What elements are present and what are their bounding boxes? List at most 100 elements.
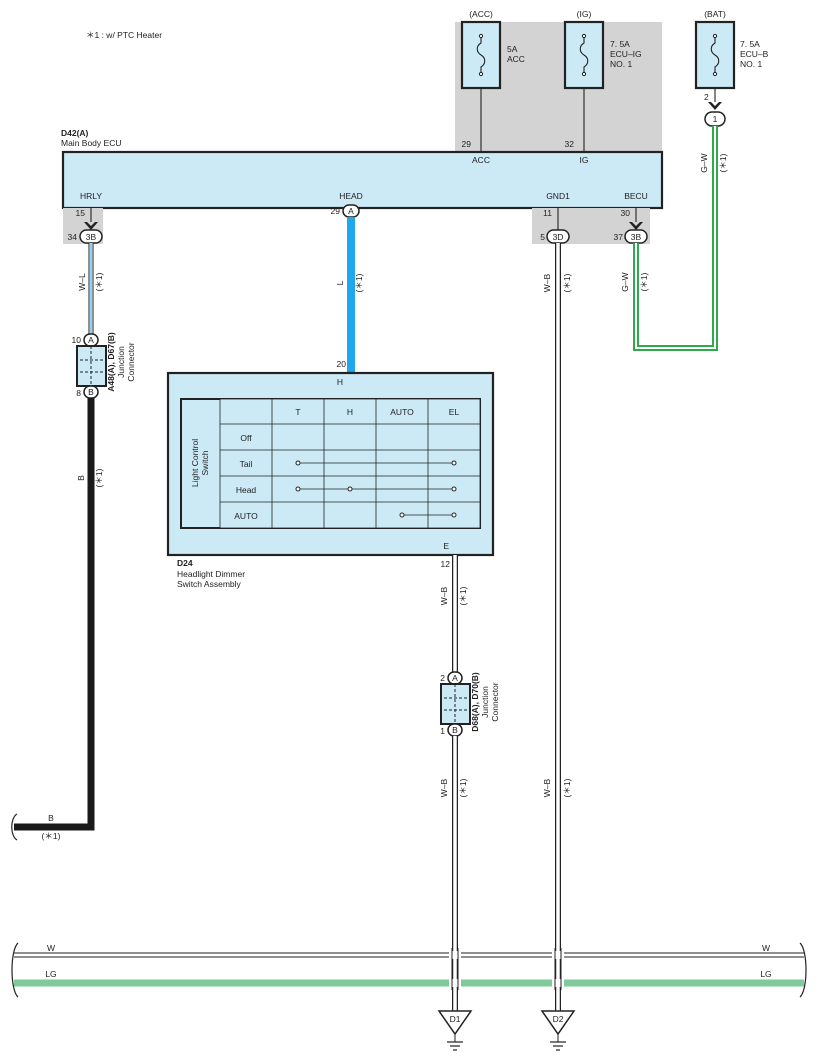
bus-lg-left-label: LG <box>45 969 56 979</box>
ground-d1-label: D1 <box>450 1014 461 1024</box>
switch-side-label2: Switch <box>200 450 210 475</box>
junction2-label1: Junction <box>480 686 490 718</box>
fuse-acc-symbol-icon <box>476 36 486 74</box>
junction2-label2: Connector <box>490 682 500 721</box>
switch-name2: Switch Assembly <box>177 579 242 589</box>
junction1-pin-top: 10 <box>72 335 82 345</box>
fuse-bat-symbol-icon <box>710 36 720 74</box>
switch-pin-h: H <box>337 377 343 387</box>
switch-pin-h-num: 20 <box>337 359 347 369</box>
wire-bottom-b-color-code: B <box>48 813 54 823</box>
ecu-pin-gnd1-num: 11 <box>543 208 552 218</box>
wire-e-lower-color-code: W–B <box>439 778 449 797</box>
ground-d2: D2 <box>540 1010 576 1051</box>
fuse-ig-symbol-icon <box>579 36 589 74</box>
junction1-conn-top-label: A <box>88 335 94 345</box>
ecu-pin-ig-num: 32 <box>565 139 575 149</box>
bus-w-left-label: W <box>47 943 55 953</box>
wire-bat-note: (＊1) <box>718 153 728 172</box>
ground-d1-triangle-icon <box>437 1010 473 1036</box>
switch-pin-e: E <box>443 541 449 551</box>
ecu-pin-becu-num: 30 <box>621 208 631 218</box>
wire-b-break-icon <box>11 813 18 841</box>
junction2-pin-top: 2 <box>440 673 445 683</box>
ecu-pin-gnd1-label: GND1 <box>546 191 570 201</box>
wire-hrly-note: (＊1) <box>94 272 104 291</box>
ecu-pin-head-num: 29 <box>331 206 341 216</box>
switch-code: D24 <box>177 558 193 568</box>
bat-connector-arrow-icon <box>708 102 722 110</box>
junction2-conn-top-label: A <box>452 673 458 683</box>
wire-gnd1-note: (＊1) <box>562 273 572 292</box>
becu-connector-pin: 37 <box>614 232 624 242</box>
fuse-ig-name: ECU–IG <box>610 49 642 59</box>
fuse-ig-amp: 7. 5A <box>610 39 630 49</box>
fuse-bat-amp: 7. 5A <box>740 39 760 49</box>
junction1-conn-bot-label: B <box>88 387 94 397</box>
bus-left-break-icon <box>11 942 19 998</box>
wire-bottom-b-note: (＊1) <box>42 831 61 841</box>
gnd1-connector-label: 3D <box>553 232 564 242</box>
wire-e-upper-color-code: W–B <box>439 586 449 605</box>
ecu-pin-hrly-label: HRLY <box>80 191 102 201</box>
hrly-connector-label: 3B <box>86 232 97 242</box>
fuse-acc-source: (ACC) <box>469 9 493 19</box>
gnd1-connector-pin: 5 <box>540 232 545 242</box>
ecu-pin-becu-label: BECU <box>624 191 648 201</box>
switch-row-head: Head <box>236 485 257 495</box>
fuse-acc: (ACC) 5A ACC <box>460 9 525 90</box>
junction2-conn-bot-label: B <box>452 725 458 735</box>
wire-b-note: (＊1) <box>94 468 104 487</box>
junction2-code: D68(A), D70(B) <box>470 672 480 732</box>
wire-gnd-lower-color-code: W–B <box>542 778 552 797</box>
wire-becu-note: (＊1) <box>639 272 649 291</box>
wire-hrly-color-code: W–L <box>77 273 87 291</box>
ecu-pin-acc-num: 29 <box>462 139 472 149</box>
ground-d2-triangle-icon <box>540 1010 576 1036</box>
switch-row-off: Off <box>240 433 252 443</box>
fuse-bat-source: (BAT) <box>704 9 726 19</box>
fuse-acc-name: ACC <box>507 54 525 64</box>
ecu-pin-ig-label: IG <box>580 155 589 165</box>
wire-becu-g-w <box>633 126 718 351</box>
wire-gnd1-color-code: W–B <box>542 273 552 292</box>
junction1-label1: Junction <box>116 346 126 378</box>
fuse-bat-name: ECU–B <box>740 49 769 59</box>
fuse-ig-name2: NO. 1 <box>610 59 632 69</box>
main-body-ecu-box <box>61 150 664 210</box>
light-control-switch-table: T H AUTO EL Off Tail Head AUTO <box>180 398 481 529</box>
switch-col-auto: AUTO <box>390 407 414 417</box>
ecu-pin-acc-label: ACC <box>472 155 490 165</box>
bat-pin-num: 2 <box>704 92 709 102</box>
bus-w-right-label: W <box>762 943 770 953</box>
ground-d2-label: D2 <box>553 1014 564 1024</box>
fuse-bat: (BAT) 7. 5A ECU–B NO. 1 <box>694 9 769 90</box>
ecu-pin-head-label: HEAD <box>339 191 363 201</box>
junction1-label2: Connector <box>126 342 136 381</box>
junction2-pin-bot: 1 <box>440 726 445 736</box>
hrly-connector-arrow-icon <box>84 222 98 230</box>
wire-head-color-code: L <box>335 280 345 285</box>
switch-side-label1: Light Control <box>190 439 200 487</box>
wire-becu-color-code: G–W <box>620 272 630 291</box>
becu-connector-arrow-icon <box>629 222 643 230</box>
switch-col-el: EL <box>449 407 460 417</box>
wire-b <box>14 398 95 831</box>
wire-gnd-lower-note: (＊1) <box>562 778 572 797</box>
ecu-pin-hrly-num: 15 <box>76 208 86 218</box>
switch-col-h: H <box>347 407 353 417</box>
ecu-code: D42(A) <box>61 128 89 138</box>
wire-b-color-code: B <box>76 475 86 481</box>
wire-head-note: (＊1) <box>354 273 364 292</box>
switch-name1: Headlight Dimmer <box>177 569 245 579</box>
bat-connector-label: 1 <box>713 114 718 124</box>
junction1-code: A48(A), D67(B) <box>106 332 116 392</box>
fuse-ig: (IG) 7. 5A ECU–IG NO. 1 <box>563 9 642 90</box>
ptc-heater-note: ＊1 : w/ PTC Heater <box>86 30 162 40</box>
switch-row-tail: Tail <box>240 459 253 469</box>
bus-right-break-icon <box>799 942 807 998</box>
wire-bat-color-code: G–W <box>699 153 709 172</box>
wire-e-lower-note: (＊1) <box>458 778 468 797</box>
bus-lg-right-label: LG <box>760 969 771 979</box>
